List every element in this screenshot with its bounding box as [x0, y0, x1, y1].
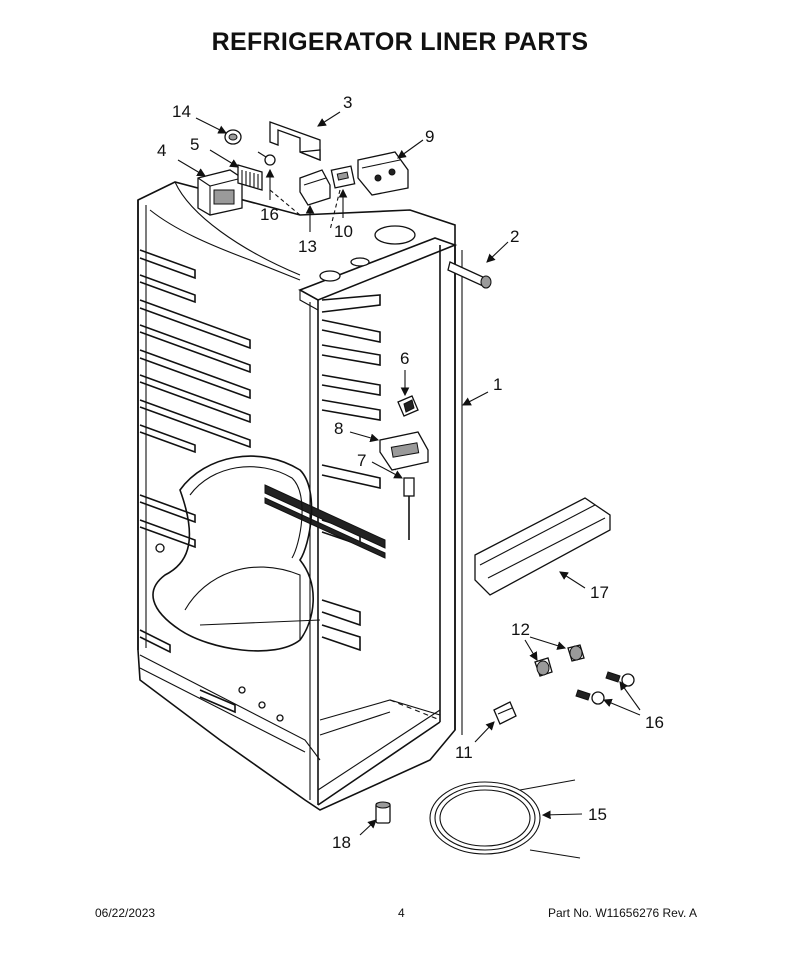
- part-7-probe: [403, 477, 415, 540]
- part-3-bracket: [269, 121, 321, 161]
- callout-10: 10: [334, 222, 353, 241]
- part-15-tubing: [429, 779, 581, 859]
- part-10-card: [330, 165, 356, 189]
- liner-body: [137, 181, 463, 811]
- left-shelf-rails: [139, 249, 251, 654]
- callout-1: 1: [493, 375, 502, 394]
- part-2-pin: [447, 261, 492, 289]
- part-17-channel: [474, 497, 611, 596]
- callout-7: 7: [357, 451, 366, 470]
- callout-4: 4: [157, 141, 166, 160]
- callout-13: 13: [298, 237, 317, 256]
- callout-3: 3: [343, 93, 352, 112]
- callout-11: 11: [455, 743, 473, 762]
- part-6-clip: [397, 395, 419, 417]
- callout-12: 12: [511, 620, 530, 639]
- footer-date: 06/22/2023: [95, 906, 156, 920]
- footer-page-number: 4: [398, 906, 405, 920]
- part-4-housing: [197, 169, 243, 216]
- part-18-bushing: [375, 801, 391, 824]
- callout-15: 15: [588, 805, 607, 824]
- callout-2: 2: [510, 227, 519, 246]
- part-16-upper: [257, 151, 276, 166]
- callout-14: 14: [172, 102, 191, 121]
- part-11-connector: [493, 701, 517, 725]
- part-16-lower: [575, 671, 635, 705]
- callout-18: 18: [332, 833, 351, 852]
- page-title: REFRIGERATOR LINER PARTS: [211, 28, 589, 56]
- footer-part-number: Part No. W11656276 Rev. A: [548, 906, 697, 920]
- part-8-housing: [379, 431, 429, 471]
- leader-lines: [177, 111, 641, 836]
- callout-16-lower: 16: [645, 713, 664, 732]
- part-5-vent: [237, 164, 263, 191]
- callout-8: 8: [334, 419, 343, 438]
- part-12-fittings: [534, 644, 585, 677]
- part-13-bracket: [299, 169, 331, 206]
- callout-labels: 1 2 3 4 5 6 7 8 9 10 11 12 13 14 15 16 1…: [157, 93, 664, 852]
- callout-16-upper: 16: [260, 205, 279, 224]
- callout-17: 17: [590, 583, 609, 602]
- callout-9: 9: [425, 127, 434, 146]
- callout-5: 5: [190, 135, 199, 154]
- right-shelf-rails: [321, 294, 381, 652]
- part-14-knob: [224, 129, 242, 145]
- callout-6: 6: [400, 349, 409, 368]
- part-9-assembly: [357, 151, 409, 196]
